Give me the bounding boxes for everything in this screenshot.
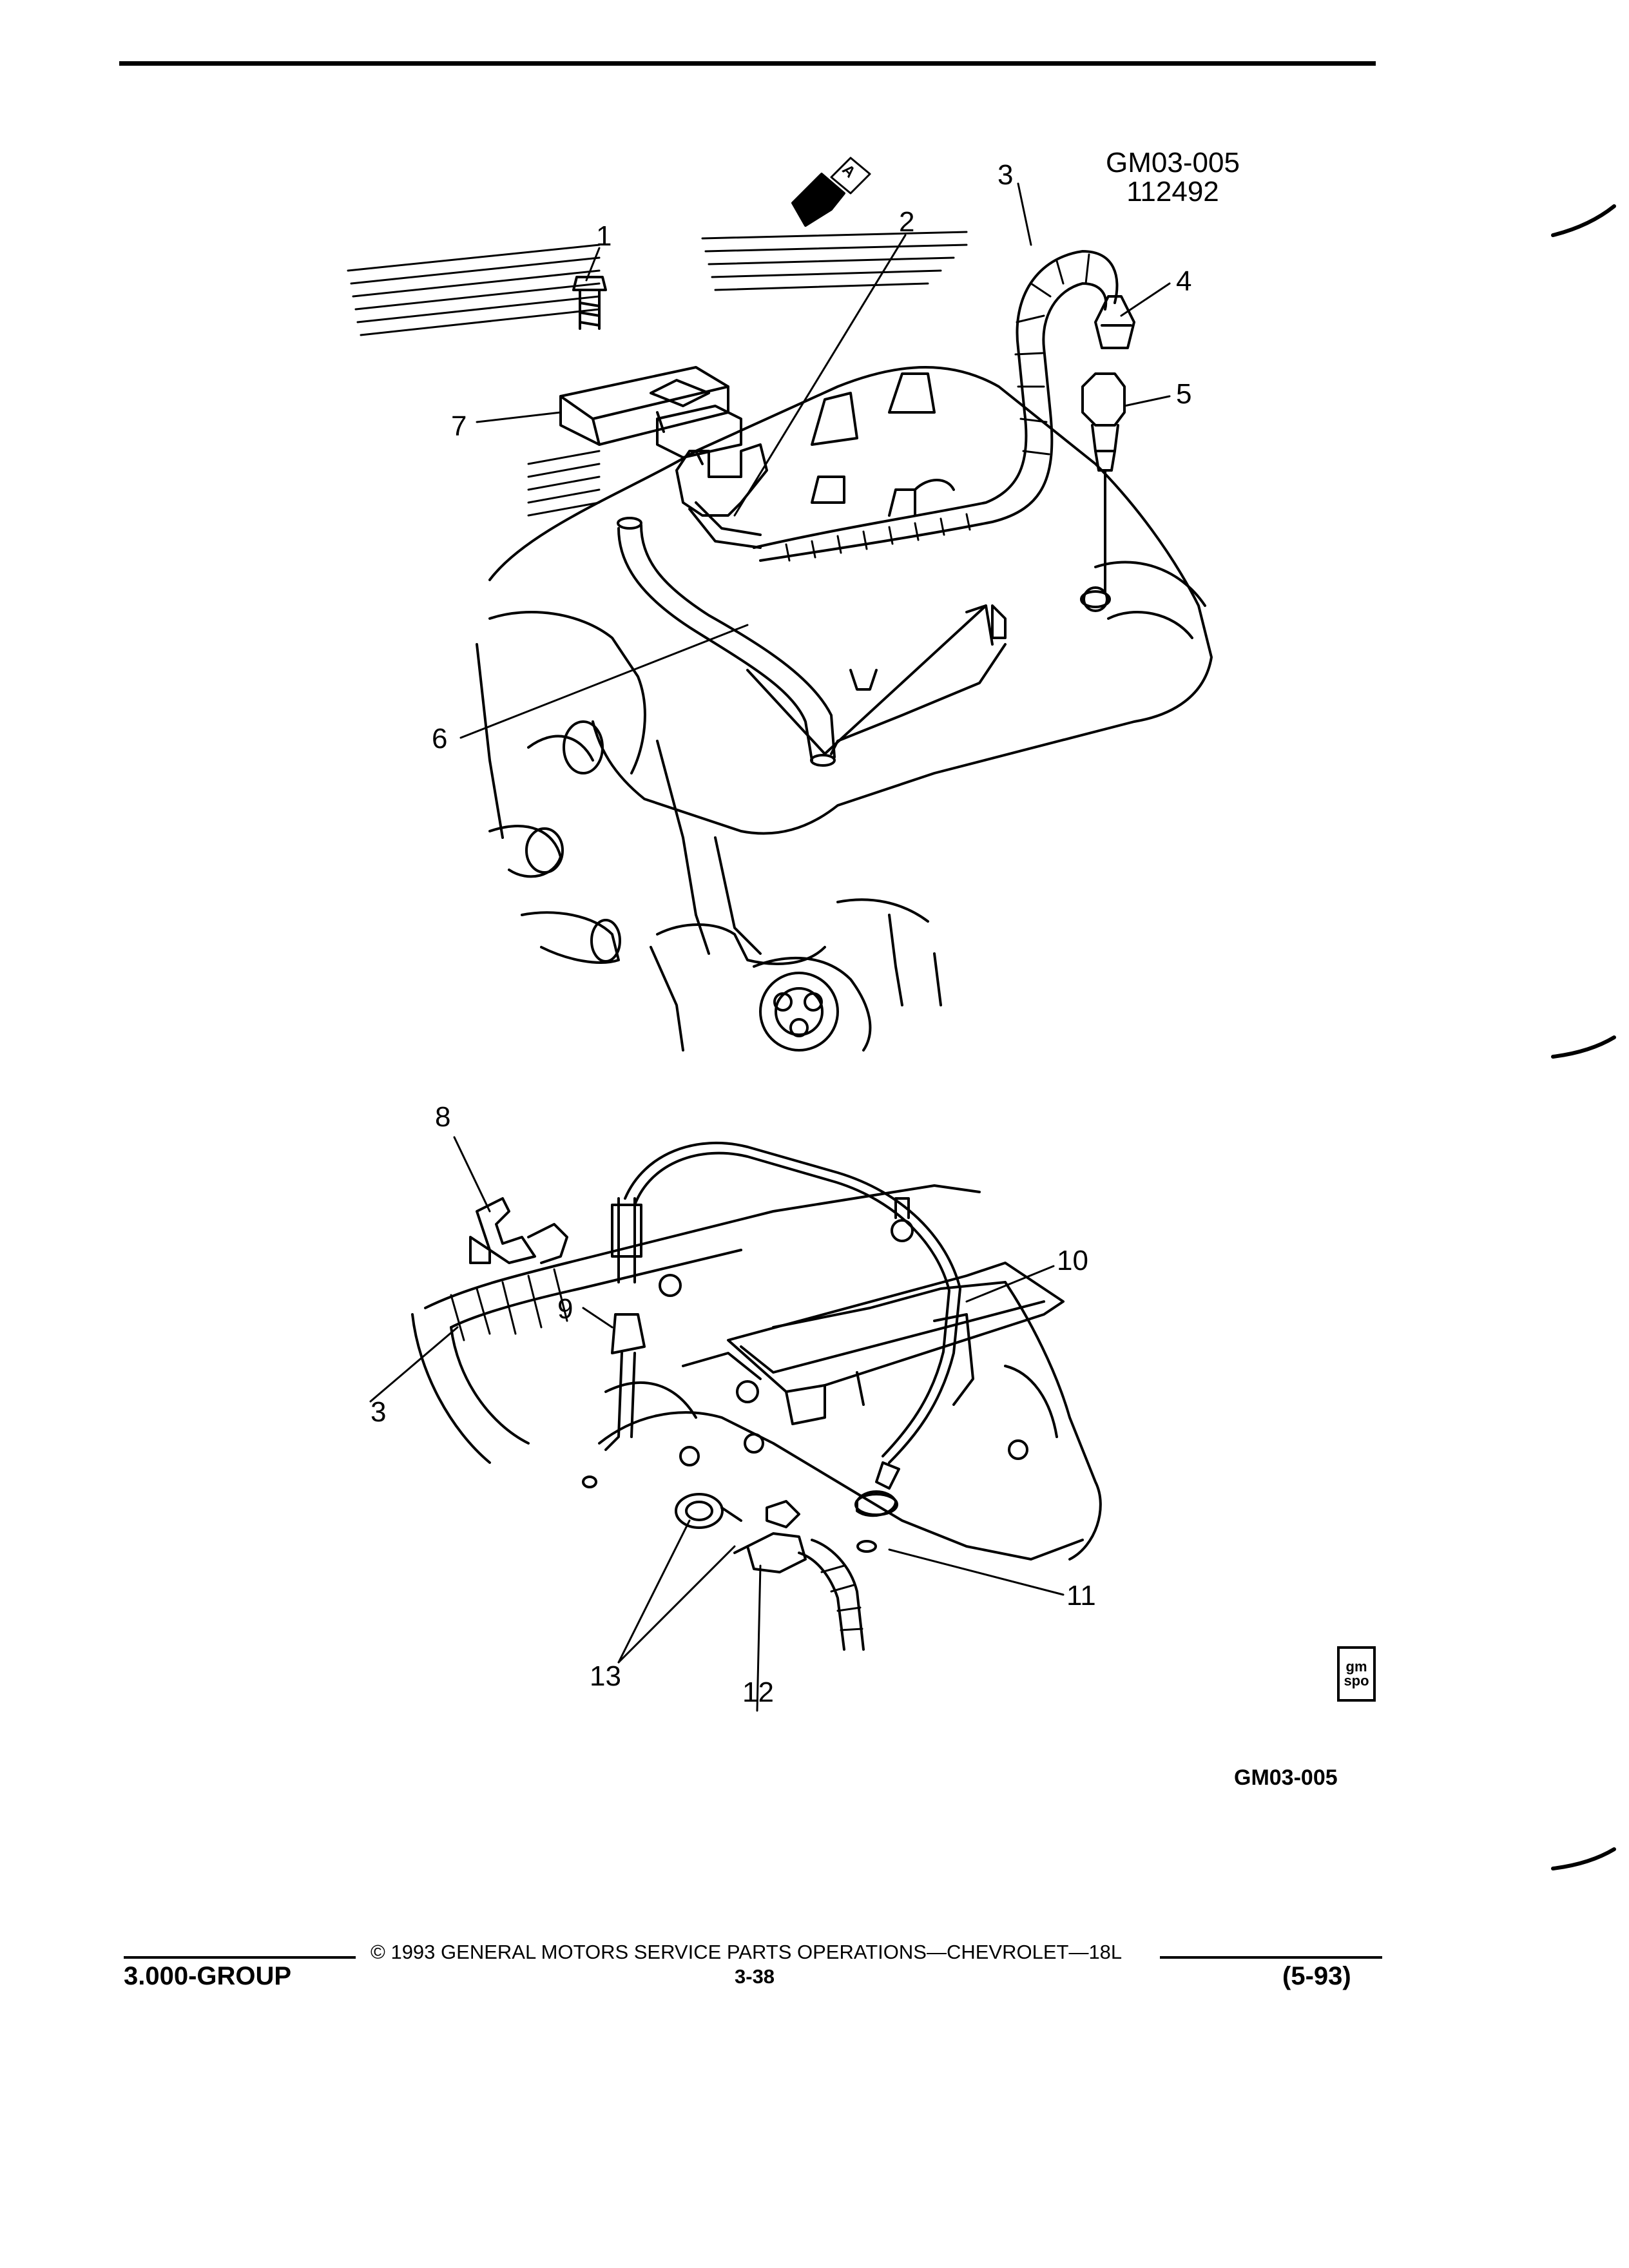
figure-ref-date: 112492 <box>1126 176 1219 207</box>
callout-7: 7 <box>451 410 467 442</box>
callout-2: 2 <box>899 206 915 238</box>
footer-date: (5-93) <box>1282 1962 1351 1990</box>
footer-rule-left <box>124 1956 356 1959</box>
callout-8: 8 <box>435 1101 451 1133</box>
callout-1: 1 <box>596 220 612 252</box>
figure-bottom-code: GM03-005 <box>1234 1765 1338 1790</box>
footer-rule-right <box>1160 1956 1382 1959</box>
callout-13: 13 <box>590 1660 621 1692</box>
callout-4: 4 <box>1176 265 1192 297</box>
heat-shield-10 <box>727 1262 1065 1393</box>
clip-8 <box>476 1197 536 1264</box>
view-arrow-a <box>791 173 845 227</box>
callout-12: 12 <box>742 1677 774 1708</box>
top-rule <box>119 61 1376 66</box>
footer-copyright: © 1993 GENERAL MOTORS SERVICE PARTS OPER… <box>371 1941 1123 1963</box>
callout-3: 3 <box>998 159 1014 191</box>
intake-manifold-outline <box>488 366 1213 835</box>
valve-cover-ribs <box>347 231 968 517</box>
logo-text-bottom: spo <box>1344 1673 1369 1689</box>
callout-10: 10 <box>1057 1245 1088 1276</box>
callout-9: 9 <box>557 1293 574 1325</box>
knock-sensor-13 <box>675 1493 724 1529</box>
callout-11: 11 <box>1066 1580 1096 1611</box>
callout-3-lower: 3 <box>371 1396 387 1428</box>
callout-5: 5 <box>1176 378 1192 410</box>
logo-text-top: gm <box>1345 1658 1367 1675</box>
hose-6 <box>617 527 813 762</box>
figure-ref-id: GM03-005 <box>1106 147 1240 178</box>
footer-page-number: 3-38 <box>735 1965 775 1988</box>
footer-group: 3.000-GROUP <box>124 1962 292 1990</box>
harness-wrap <box>753 250 1119 549</box>
callout-6: 6 <box>432 723 448 754</box>
